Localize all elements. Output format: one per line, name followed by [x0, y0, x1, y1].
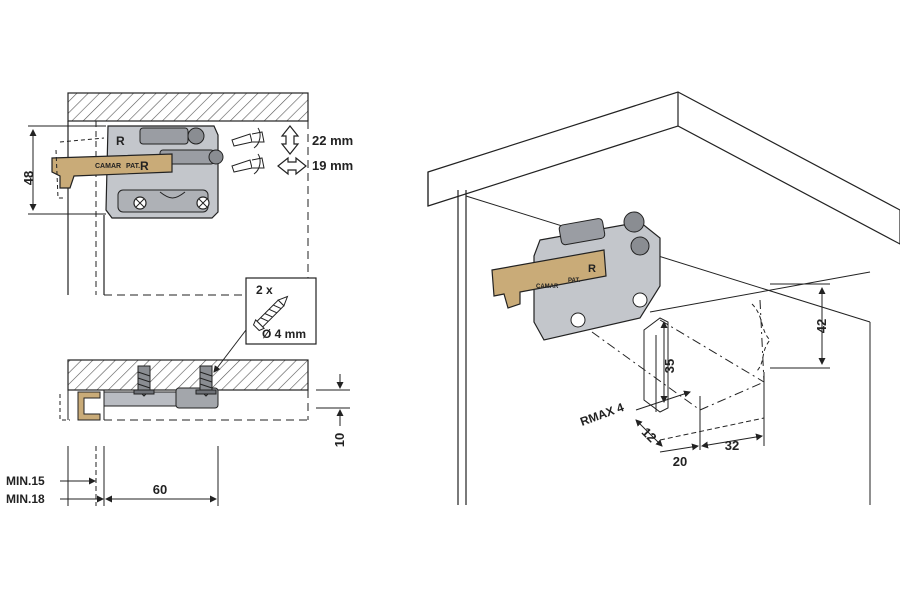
- dim-60-label: 60: [153, 482, 167, 497]
- wood-screw-icon: [133, 365, 155, 397]
- dim-32-label: 32: [725, 438, 739, 453]
- isometric-view: CAMAR PAT. R 42 35 RMAX 4 12 20: [427, 91, 900, 505]
- dim-20-label: 20: [673, 454, 687, 469]
- side-top-panel-hatch: [67, 359, 309, 391]
- iso-plate-hole: [632, 292, 648, 308]
- iso-plate-hole: [570, 312, 586, 328]
- bracket-side-mark: R: [140, 159, 149, 173]
- screw-callout: 2 x Ø 4 mm: [213, 277, 317, 373]
- front-view: CAMAR PAT. R R 48 22 mm 19 mm: [21, 92, 353, 296]
- dim-10-label: 10: [332, 433, 347, 447]
- screw-diameter: Ø 4 mm: [262, 327, 306, 341]
- bracket-side: [59, 387, 219, 421]
- iso-side-mark: R: [588, 263, 596, 275]
- bracket-brand-text: CAMAR: [95, 163, 121, 170]
- dim-48-label: 48: [21, 171, 36, 185]
- bracket-patent-text: PAT.: [126, 163, 140, 170]
- top-panel-hatch: [67, 92, 309, 122]
- min-18-label: MIN.18: [6, 492, 45, 506]
- horizontal-adjust-label: 19 mm: [312, 158, 353, 173]
- side-view: 10 MIN.15 MIN.18 60: [6, 359, 350, 506]
- cabinet-side-panel: [457, 190, 467, 505]
- min-15-label: MIN.15: [6, 474, 45, 488]
- dim-12-label: 12: [639, 424, 660, 445]
- iso-patent-text: PAT.: [568, 278, 580, 284]
- horizontal-adjust-arrow-icon: [277, 156, 307, 176]
- screw-quantity: 2 x: [256, 283, 273, 297]
- dim-35-label: 35: [662, 359, 677, 373]
- bracket-iso: CAMAR PAT. R: [491, 211, 661, 341]
- screwdriver-icon: [231, 127, 265, 149]
- iso-brand-text: CAMAR: [536, 284, 559, 290]
- wood-screw-icon: [195, 365, 217, 397]
- dim-42-label: 42: [814, 319, 829, 333]
- vertical-adjust-label: 22 mm: [312, 133, 353, 148]
- screwdriver-icon: [231, 153, 265, 175]
- vertical-adjust-arrow-icon: [280, 125, 300, 155]
- cabinet-top-panel: [427, 91, 900, 245]
- rmax-label: RMAX 4: [578, 400, 626, 429]
- screw-box: [245, 277, 317, 345]
- bracket-front: CAMAR PAT. R R: [51, 125, 224, 219]
- bracket-side-mark-plate: R: [116, 134, 125, 148]
- wood-screw-icon: [252, 295, 289, 332]
